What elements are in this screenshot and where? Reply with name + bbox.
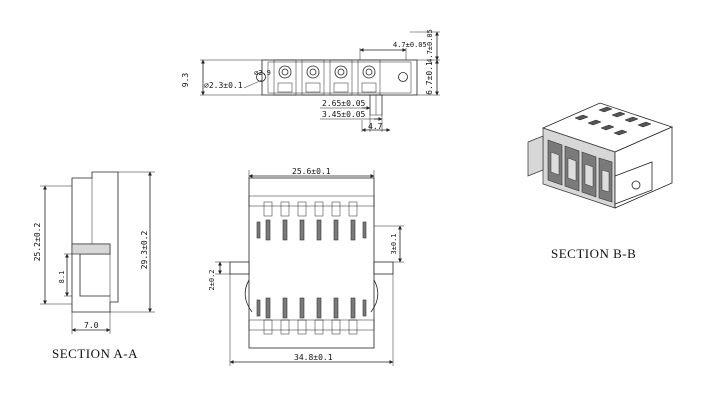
dim-height-6-7: 6.7±0.1 bbox=[425, 61, 434, 95]
dim-height-9-3: 9.3 bbox=[181, 73, 190, 88]
top-view-ports bbox=[273, 59, 381, 96]
dim-height-3: 3±0.1 bbox=[390, 233, 398, 254]
dim-hole-diameter: ⌀2.3±0.1 bbox=[204, 81, 243, 90]
front-view-slots-bottom bbox=[256, 297, 367, 335]
front-view-flange-left bbox=[229, 261, 250, 275]
mounting-hole-left bbox=[256, 72, 266, 82]
dim-width-3-45: 3.45±0.05 bbox=[322, 110, 366, 119]
dim-width-7-0: 7.0 bbox=[84, 321, 99, 330]
dim-height-8-1: 8.1 bbox=[58, 271, 66, 284]
section-bb-ports bbox=[547, 139, 613, 203]
front-view-flange-right bbox=[373, 261, 394, 275]
dim-height-29-3: 29.3±0.2 bbox=[140, 231, 149, 270]
section-bb: SECTION B-B bbox=[527, 102, 674, 261]
dim-hole-diameter-2: ⌀2.9 bbox=[254, 69, 271, 77]
dim-width-4-7-top: 4.7±0.05 bbox=[393, 41, 427, 49]
section-aa-body bbox=[71, 171, 119, 313]
dim-height-2: 2±0.2 bbox=[208, 269, 216, 290]
section-aa-label: SECTION A-A bbox=[52, 346, 138, 361]
dim-width-25-6: 25.6±0.1 bbox=[292, 167, 331, 176]
dim-pitch-2-65: 2.65±0.05 bbox=[322, 99, 366, 108]
section-bb-hole bbox=[631, 180, 641, 190]
dim-width-4-7-bottom: 4.7 bbox=[368, 122, 383, 131]
front-view-slots-top bbox=[256, 201, 367, 241]
dim-height-25-2: 25.2±0.2 bbox=[33, 223, 42, 262]
front-view: 25.6±0.1 3±0.1 2±0.2 34.8±0.1 bbox=[208, 167, 404, 366]
section-bb-label: SECTION B-B bbox=[551, 246, 636, 261]
dim-height-4-7-right: 4.7±0.05 bbox=[426, 29, 434, 63]
dim-width-34-8: 34.8±0.1 bbox=[294, 353, 333, 362]
top-view: 9.3 ⌀2.3±0.1 ⌀2.9 4.7±0.05 4.7±0.05 6.7±… bbox=[181, 29, 440, 132]
section-aa: 25.2±0.2 29.3±0.2 8.1 7.0 SECTION A-A bbox=[33, 171, 155, 361]
front-view-body bbox=[248, 177, 375, 349]
mounting-hole-right bbox=[398, 72, 408, 82]
